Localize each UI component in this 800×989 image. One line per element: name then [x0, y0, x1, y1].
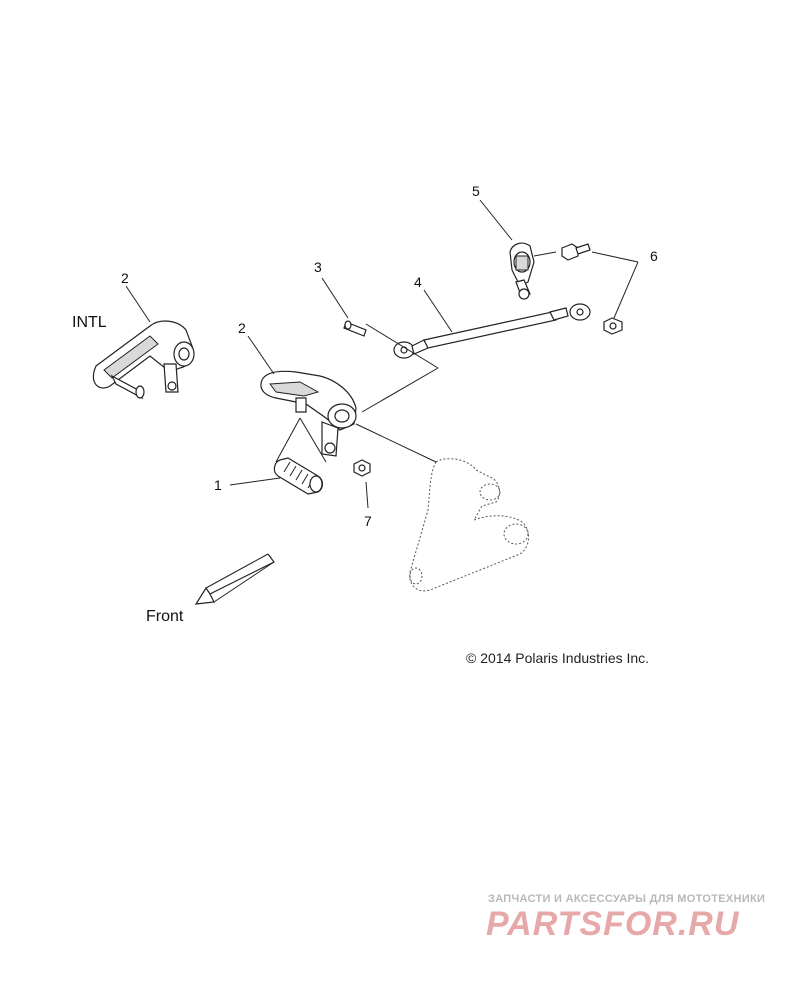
leader-lines: [125, 199, 639, 509]
callout-7: 7: [364, 513, 372, 529]
shift-lever: [260, 370, 357, 457]
intl-label: INTL: [72, 314, 107, 331]
bolt-3: [343, 320, 367, 337]
nut: [353, 459, 371, 477]
shift-peg: [273, 457, 324, 495]
front-label: Front: [146, 608, 184, 625]
callout-2: 2: [238, 320, 246, 336]
shift-arm: [509, 242, 535, 300]
bolt-6-upper: [561, 243, 591, 261]
intl-shift-lever: [92, 320, 195, 400]
callout-3: 3: [314, 259, 322, 275]
watermark-tagline: ЗАПЧАСТИ И АКСЕССУАРЫ ДЛЯ МОТОТЕХНИКИ: [488, 893, 766, 905]
front-arrow: [194, 553, 275, 605]
watermark-brand: PARTSFOR.RU: [486, 905, 740, 943]
callout-2-intl: 2: [121, 270, 129, 286]
bolt-6-lower: [603, 317, 623, 335]
tie-rod: [393, 303, 591, 359]
callout-6: 6: [650, 248, 658, 264]
mounting-bracket-outline: [409, 458, 529, 592]
copyright-notice: © 2014 Polaris Industries Inc.: [466, 650, 650, 666]
callout-4: 4: [414, 274, 422, 290]
callout-5: 5: [472, 183, 480, 199]
callout-1: 1: [214, 477, 222, 493]
